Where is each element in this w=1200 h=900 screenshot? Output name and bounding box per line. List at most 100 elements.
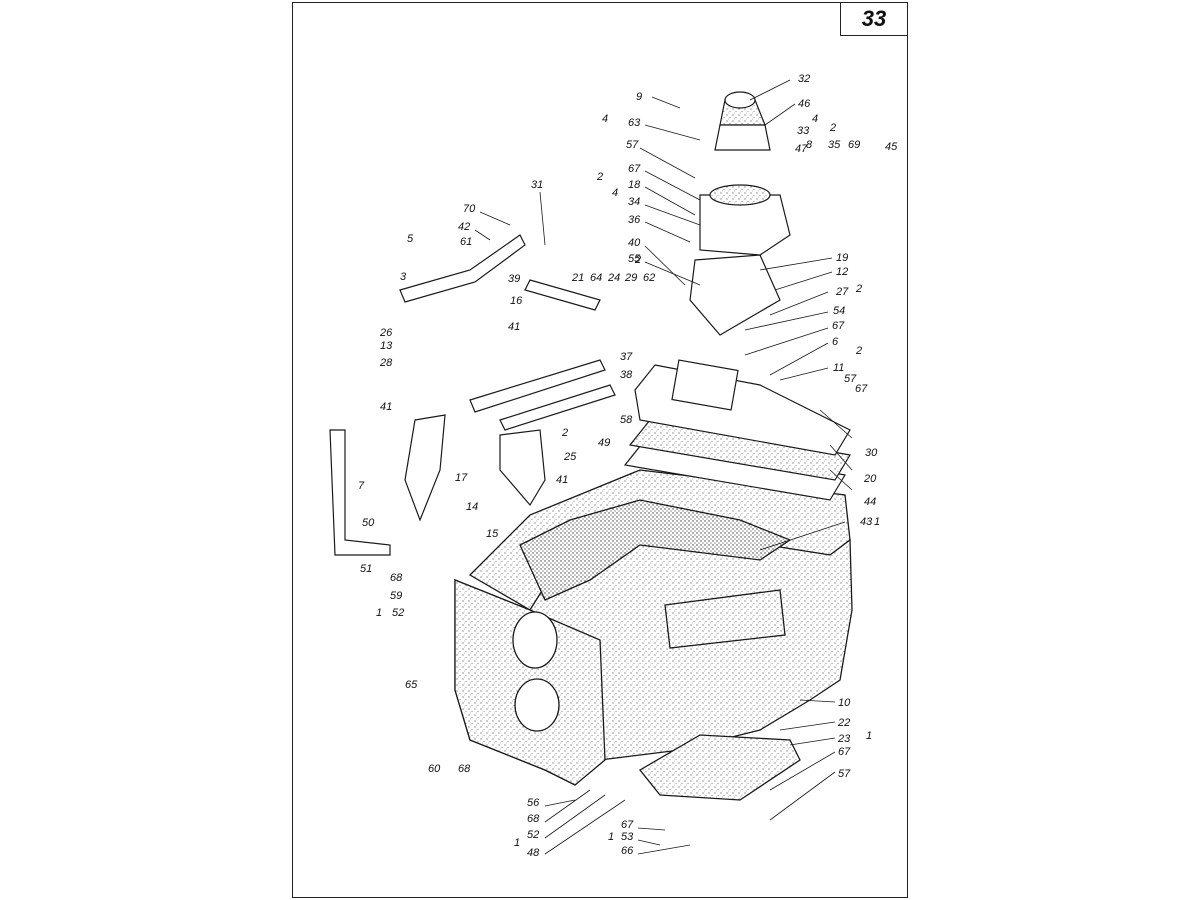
callout-label: 2 <box>596 171 603 183</box>
callout-label: 2 <box>634 254 641 266</box>
callout-label: 43 <box>860 516 873 528</box>
shift-forks-and-rods <box>329 234 616 556</box>
callout-label: 54 <box>833 305 845 317</box>
leader-line <box>637 844 691 855</box>
callout-label: 58 <box>620 414 633 426</box>
leader-line <box>779 367 829 381</box>
leader-line <box>829 444 853 471</box>
callout-label: 19 <box>836 252 848 264</box>
callout-label: 45 <box>885 141 898 153</box>
leader-line <box>789 737 836 746</box>
callout-label: 23 <box>837 733 851 745</box>
callout-label: 41 <box>380 401 392 413</box>
gearbox-housing <box>454 469 853 801</box>
callout-label: 13 <box>380 340 393 352</box>
leader-line <box>764 103 796 126</box>
callout-label: 33 <box>797 125 810 137</box>
callout-label: 67 <box>628 163 641 175</box>
callout-label: 52 <box>392 607 404 619</box>
callout-label: 41 <box>556 474 568 486</box>
callout-label: 67 <box>832 320 845 332</box>
leader-line <box>644 204 701 226</box>
page-number: 33 <box>861 6 887 31</box>
callout-label: 46 <box>798 98 811 110</box>
callout-label: 64 <box>590 272 602 284</box>
callout-label: 35 <box>828 139 841 151</box>
leader-line <box>544 789 591 823</box>
callout-label: 53 <box>621 831 634 843</box>
leader-line <box>479 211 511 226</box>
callout-label: 12 <box>836 266 848 278</box>
callout-label: 51 <box>360 563 372 575</box>
callout-label: 42 <box>458 221 470 233</box>
callout-label: 2 <box>855 345 862 357</box>
callout-label: 4 <box>812 113 818 125</box>
callout-label: 59 <box>390 590 402 602</box>
leader-line <box>639 147 696 179</box>
callout-label: 70 <box>463 203 476 215</box>
callout-label: 37 <box>620 351 633 363</box>
leader-line <box>644 221 691 243</box>
callout-label: 18 <box>628 179 641 191</box>
leader-line <box>544 799 626 855</box>
callout-label: 16 <box>510 295 523 307</box>
leader-line <box>759 521 846 551</box>
leader-line <box>544 799 576 807</box>
leader-line <box>779 721 836 731</box>
leader-line <box>474 229 491 241</box>
callout-label: 32 <box>798 73 810 85</box>
leader-line <box>769 751 836 791</box>
callout-label: 57 <box>838 768 851 780</box>
leader-line <box>749 79 791 101</box>
callout-label: 30 <box>865 447 878 459</box>
leader-line <box>644 124 701 141</box>
callout-label: 1 <box>376 607 382 619</box>
callout-label: 68 <box>458 763 471 775</box>
callout-label: 8 <box>806 139 813 151</box>
leader-line <box>644 170 701 201</box>
callout-label: 55 <box>628 253 641 265</box>
callout-label: 65 <box>405 679 418 691</box>
leader-line <box>539 191 546 246</box>
leader-lines <box>474 79 853 855</box>
callout-label: 15 <box>486 528 499 540</box>
callout-label: 1 <box>608 831 614 843</box>
callout-label: 10 <box>838 697 851 709</box>
callout-label: 4 <box>612 187 618 199</box>
callout-label: 26 <box>379 327 393 339</box>
callout-label: 57 <box>844 373 857 385</box>
callout-label: 39 <box>508 273 520 285</box>
page-number-box: 33 <box>840 2 908 36</box>
callout-label: 24 <box>607 272 620 284</box>
callout-label: 62 <box>643 272 655 284</box>
callout-label: 9 <box>636 91 642 103</box>
leader-line <box>651 96 681 109</box>
callout-label: 36 <box>628 214 641 226</box>
callout-label: 25 <box>563 451 577 463</box>
callout-label: 68 <box>390 572 403 584</box>
callout-label: 49 <box>598 437 610 449</box>
leader-line <box>799 699 836 703</box>
callout-label: 7 <box>358 480 365 492</box>
callout-label: 4 <box>602 113 608 125</box>
callout-label: 44 <box>864 496 876 508</box>
callout-label: 28 <box>379 357 393 369</box>
callout-label: 61 <box>460 236 472 248</box>
callout-label: 38 <box>620 369 633 381</box>
leader-line <box>637 827 666 831</box>
callout-label: 2 <box>855 283 862 295</box>
callout-label: 11 <box>833 362 844 374</box>
leader-line <box>744 311 829 331</box>
callout-label: 22 <box>837 717 850 729</box>
leader-line <box>819 409 853 439</box>
callout-label: 68 <box>527 813 540 825</box>
leader-line <box>829 469 853 491</box>
callout-label: 5 <box>407 233 414 245</box>
callout-label: 21 <box>571 272 584 284</box>
callout-label: 6 <box>832 336 839 348</box>
callout-label: 2 <box>561 427 568 439</box>
callout-label: 60 <box>428 763 441 775</box>
callout-label: 67 <box>838 746 851 758</box>
callout-label: 50 <box>362 517 375 529</box>
